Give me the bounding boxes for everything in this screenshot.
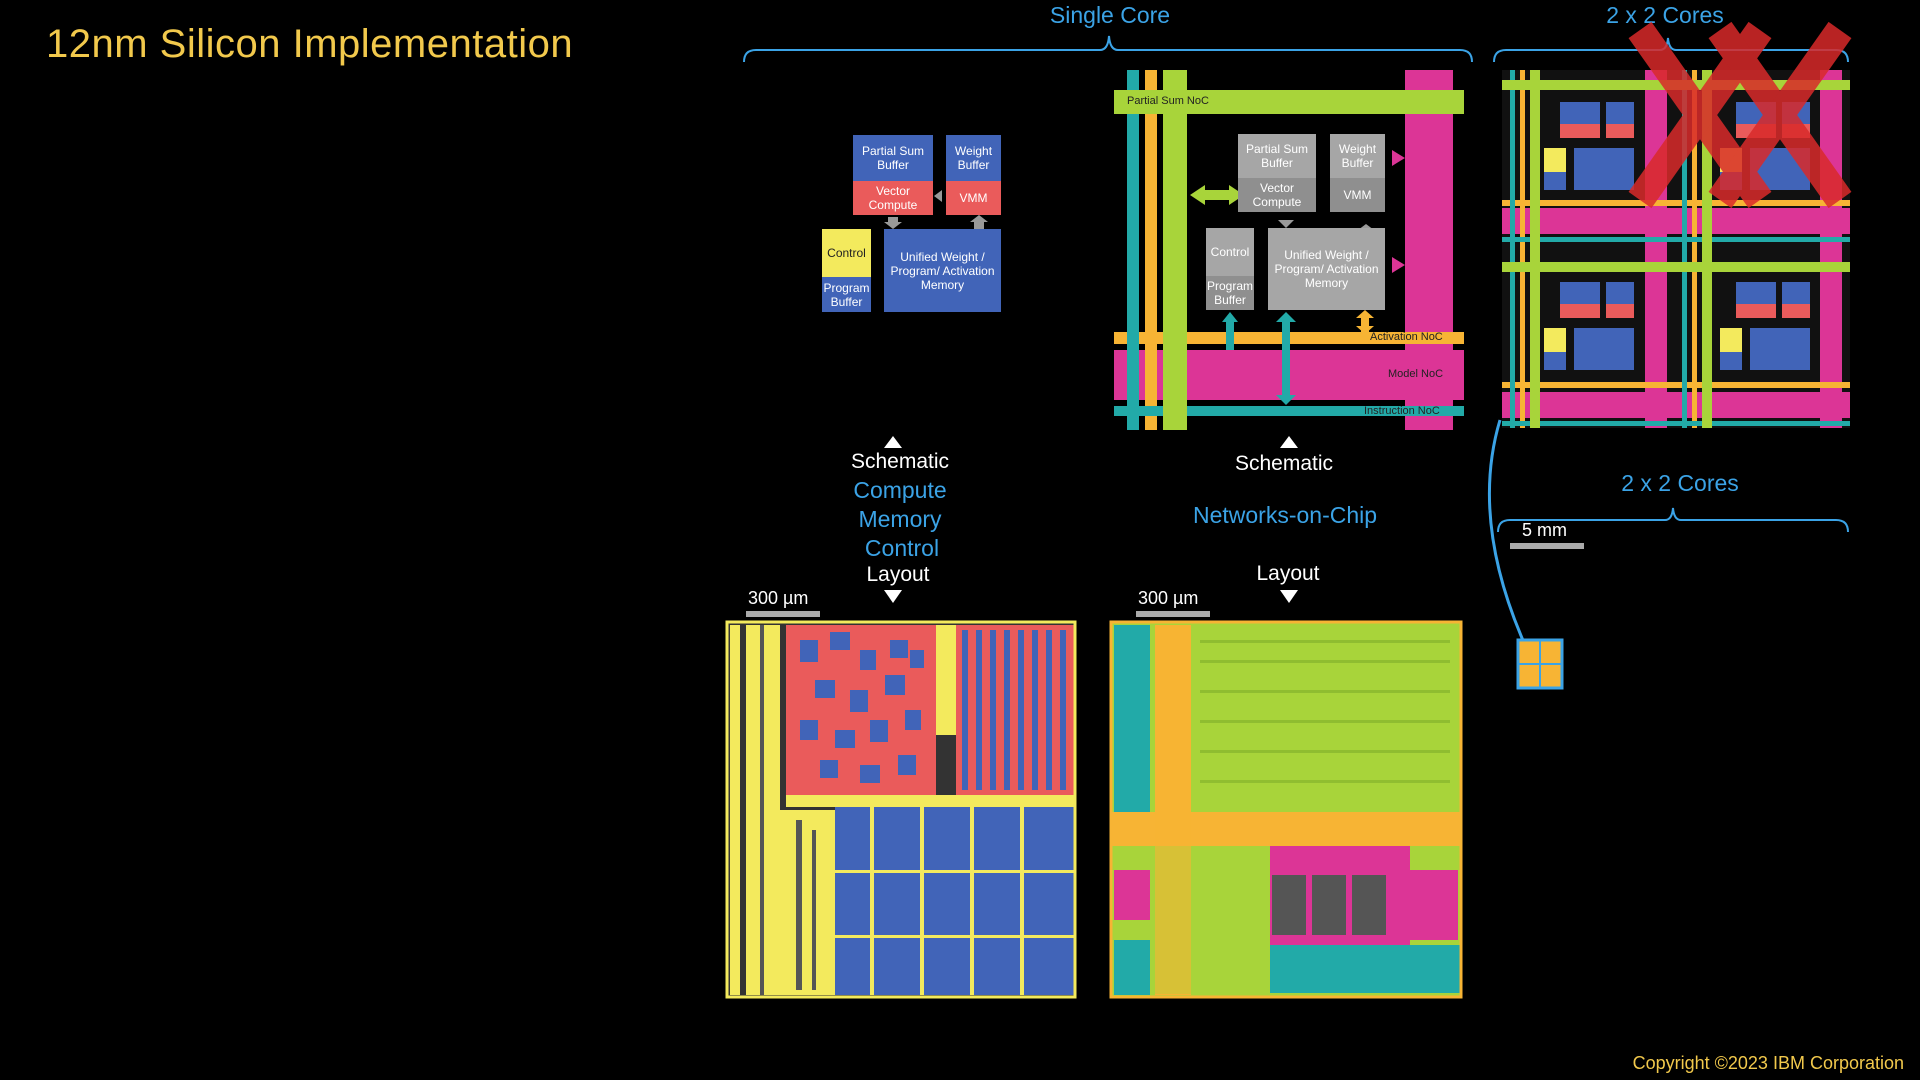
two-by-two-header-mid: 2 x 2 Cores	[1621, 470, 1739, 496]
right-scale-label: 300 µm	[1138, 588, 1199, 608]
model-noc-label: Model NoC	[1388, 368, 1444, 380]
chip-scale-bar	[1510, 543, 1584, 549]
partial-sum-buffer-block: Partial Sum Buffer	[853, 135, 933, 181]
right-schematic-caption: Schematic	[1234, 452, 1334, 475]
vmm-block: VMM	[946, 181, 1001, 215]
left-schematic-caption: Schematic	[850, 450, 950, 473]
noc-unified-memory-block: Unified Weight / Program/ Activation Mem…	[1268, 228, 1385, 310]
right-scale-bar	[1136, 611, 1210, 617]
partial-sum-noc-label: Partial Sum NoC	[1127, 95, 1209, 107]
noc-partial-sum-buffer-block: Partial Sum Buffer	[1238, 134, 1316, 178]
two-by-two-header-top: 2 x 2 Cores	[1606, 2, 1724, 28]
noc-weight-buffer-block: Weight Buffer	[1330, 134, 1385, 178]
left-scale-label: 300 µm	[748, 588, 809, 608]
unified-memory-block: Unified Weight / Program/ Activation Mem…	[884, 229, 1001, 312]
noc-program-buffer-block: Program Buffer	[1206, 276, 1254, 310]
left-layout-caption: Layout	[866, 563, 930, 586]
copyright-notice: Copyright ©2023 IBM Corporation	[1632, 1053, 1904, 1073]
activation-noc-label: Activation NoC	[1370, 331, 1443, 343]
program-buffer-block: Program Buffer	[822, 277, 871, 312]
noc-vector-compute-block: Vector Compute	[1238, 178, 1316, 212]
instruction-noc-label: Instruction NoC	[1364, 405, 1440, 417]
weight-buffer-block: Weight Buffer	[946, 135, 1001, 181]
left-compute-caption: Compute	[853, 477, 947, 503]
left-scale-bar	[746, 611, 820, 617]
right-networks-caption: Networks-on-Chip	[1192, 502, 1378, 528]
noc-vmm-block: VMM	[1330, 178, 1385, 212]
single-core-header: Single Core	[1049, 2, 1171, 28]
noc-control-block: Control	[1206, 228, 1254, 276]
left-control-caption: Control	[864, 535, 940, 561]
control-block: Control	[822, 229, 871, 277]
vector-compute-block: Vector Compute	[853, 181, 933, 215]
slide-title: 12nm Silicon Implementation	[46, 22, 574, 66]
chip-scale-label: 5 mm	[1522, 520, 1567, 540]
left-memory-caption: Memory	[858, 506, 942, 532]
right-layout-caption: Layout	[1256, 562, 1320, 585]
